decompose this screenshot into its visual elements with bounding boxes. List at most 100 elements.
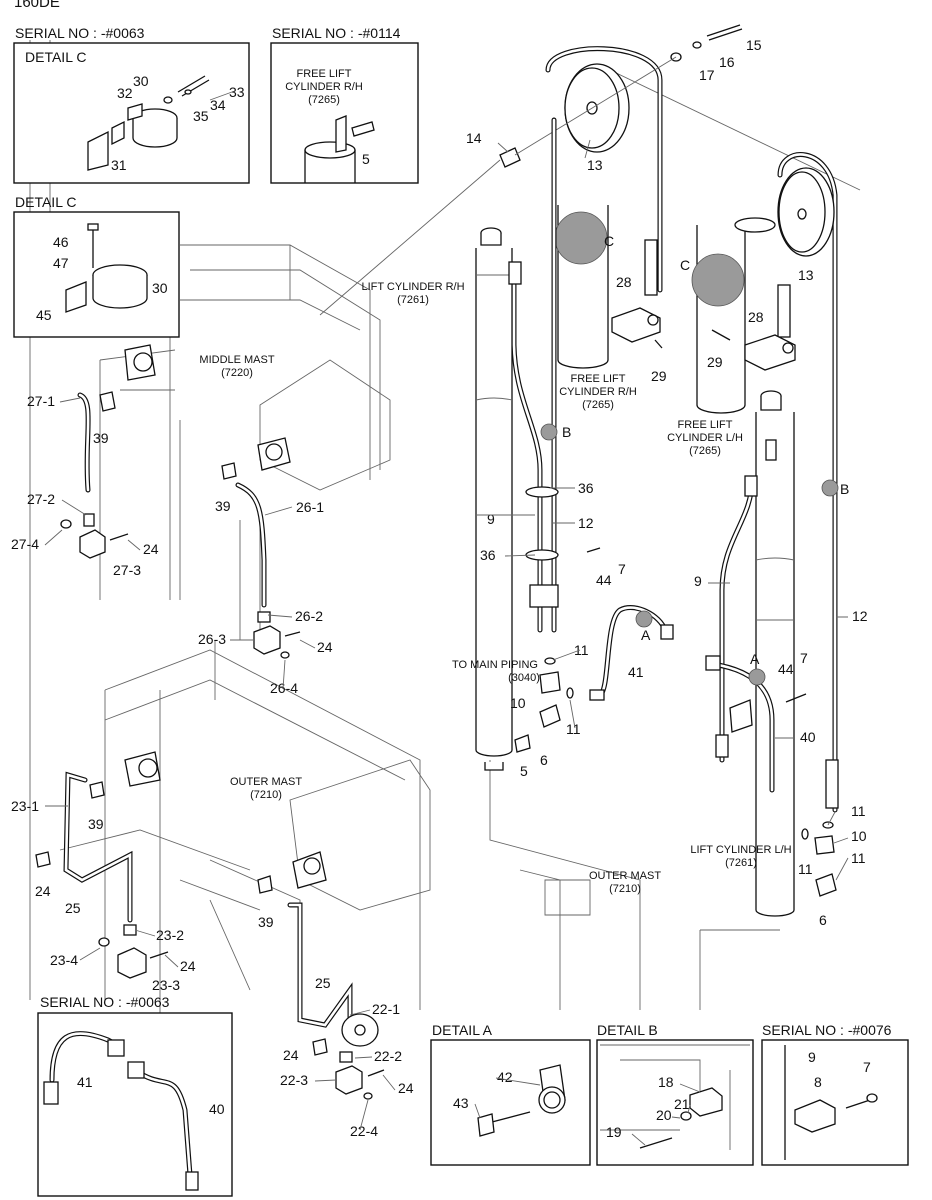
svg-text:(7261): (7261) <box>725 857 757 869</box>
part-11-d: 11 <box>851 850 866 866</box>
part-29-right: 29 <box>651 368 667 384</box>
part-39-d: 39 <box>258 914 274 930</box>
part-31: 31 <box>111 157 127 173</box>
svg-text:TO MAIN PIPING: TO MAIN PIPING <box>452 659 538 671</box>
mast-structure-lines <box>29 40 861 1020</box>
part-6-lh: 6 <box>819 912 827 928</box>
valve-28-right <box>611 307 663 349</box>
svg-text:FREE LIFT: FREE LIFT <box>570 373 625 385</box>
part-25-a: 25 <box>65 900 81 916</box>
pipe-23-1 <box>35 751 161 923</box>
part-28-right: 28 <box>616 274 632 290</box>
part-22-3: 22-3 <box>280 1072 308 1088</box>
part-6-rh: 6 <box>540 752 548 768</box>
part-10-lh: 10 <box>851 828 867 844</box>
svg-text:(7210): (7210) <box>250 789 282 801</box>
free-lift-cylinder-inset-label: FREE LIFT CYLINDER R/H (7265) <box>285 68 363 106</box>
svg-text:LIFT CYLINDER L/H: LIFT CYLINDER L/H <box>690 844 791 856</box>
part-18: 18 <box>658 1074 674 1090</box>
part-9-inset: 9 <box>808 1049 816 1065</box>
part-22-4: 22-4 <box>350 1123 378 1139</box>
part-12-lh: 12 <box>852 608 868 624</box>
serial-label-0076: SERIAL NO : -#0076 <box>762 1022 892 1038</box>
part-11-a: 11 <box>574 642 589 658</box>
detail-b-label: DETAIL B <box>597 1022 658 1038</box>
hose-9-40-lh <box>705 475 839 809</box>
part-7-lh: 7 <box>800 650 808 666</box>
svg-text:FREE LIFT: FREE LIFT <box>677 419 732 431</box>
block-26-3 <box>253 611 301 659</box>
part-32: 32 <box>117 85 133 101</box>
svg-text:OUTER MAST: OUTER MAST <box>230 776 302 788</box>
part-22-1: 22-1 <box>372 1001 400 1017</box>
svg-text:(7265): (7265) <box>689 445 721 457</box>
pipe-22-1 <box>257 851 379 1047</box>
inset-serial-0063-bottom <box>37 1012 233 1197</box>
part-23-2: 23-2 <box>156 927 184 943</box>
part-5-rh: 5 <box>520 763 528 779</box>
bolt-15-icon <box>706 24 743 41</box>
bracket-detail-b <box>600 1044 750 1150</box>
part-44-rh: 44 <box>596 572 612 588</box>
lift-cylinder-lh-label: LIFT CYLINDER L/H (7261) <box>690 844 791 869</box>
part-41-inset: 41 <box>77 1074 93 1090</box>
part-20: 20 <box>656 1107 672 1123</box>
part-46: 46 <box>53 234 69 250</box>
detail-b-box <box>596 1039 754 1166</box>
part-40: 40 <box>800 729 816 745</box>
part-34: 34 <box>210 97 226 113</box>
part-24-d: 24 <box>180 958 196 974</box>
svg-text:CYLINDER L/H: CYLINDER L/H <box>667 432 743 444</box>
part-26-3: 26-3 <box>198 631 226 647</box>
svg-text:(3040): (3040) <box>508 672 540 684</box>
free-lift-cylinder-rh <box>554 205 609 369</box>
bracket-8 <box>784 1045 878 1160</box>
callout-a-dot-rh <box>635 610 653 628</box>
part-11-b: 11 <box>566 721 581 737</box>
callout-a-rh: A <box>641 627 651 643</box>
part-27-2: 27-2 <box>27 491 55 507</box>
part-45: 45 <box>36 307 52 323</box>
part-40-inset: 40 <box>209 1101 225 1117</box>
serial-label-0063-top: SERIAL NO : -#0063 <box>15 25 145 41</box>
middle-mast-label: MIDDLE MAST (7220) <box>199 354 274 379</box>
callout-a-lh: A <box>750 651 760 667</box>
lift-cylinder-rh-label: LIFT CYLINDER R/H (7261) <box>361 281 464 306</box>
serial-label-0063-bottom: SERIAL NO : -#0063 <box>40 994 170 1010</box>
svg-text:FREE LIFT: FREE LIFT <box>296 68 351 80</box>
block-23-3 <box>98 924 169 979</box>
part-27-3: 27-3 <box>113 562 141 578</box>
callout-b-rh: B <box>562 424 571 440</box>
part-9-lh: 9 <box>694 573 702 589</box>
callout-b-lh: B <box>840 481 849 497</box>
to-main-piping-label: TO MAIN PIPING (3040) <box>452 659 540 684</box>
detail-a-label: DETAIL A <box>432 1022 493 1038</box>
leader-lines <box>44 91 849 1146</box>
svg-text:(7265): (7265) <box>308 94 340 106</box>
svg-text:MIDDLE MAST: MIDDLE MAST <box>199 354 274 366</box>
block-27-3 <box>60 513 129 559</box>
fittings-10-11-lh <box>801 821 837 897</box>
part-15: 15 <box>746 37 762 53</box>
part-24-b: 24 <box>317 639 333 655</box>
part-14: 14 <box>466 130 482 146</box>
part-26-2: 26-2 <box>295 608 323 624</box>
part-30-detail-c: 30 <box>152 280 168 296</box>
part-36-upper: 36 <box>578 480 594 496</box>
part-23-4: 23-4 <box>50 952 78 968</box>
part-17: 17 <box>699 67 715 83</box>
svg-text:CYLINDER R/H: CYLINDER R/H <box>285 81 363 93</box>
part-28-left: 28 <box>748 309 764 325</box>
part-35: 35 <box>193 108 209 124</box>
model-label: 160DE <box>14 0 60 11</box>
part-36-lower: 36 <box>480 547 496 563</box>
svg-text:(7261): (7261) <box>397 294 429 306</box>
part-24-a: 24 <box>143 541 159 557</box>
part-27-1: 27-1 <box>27 393 55 409</box>
bolt-7-lh-icon <box>785 693 807 703</box>
svg-text:(7210): (7210) <box>609 883 641 895</box>
free-lift-rh-label: FREE LIFT CYLINDER R/H (7265) <box>559 373 637 411</box>
bolt-7-rh-icon <box>586 547 601 553</box>
part-27-4: 27-4 <box>11 536 39 552</box>
